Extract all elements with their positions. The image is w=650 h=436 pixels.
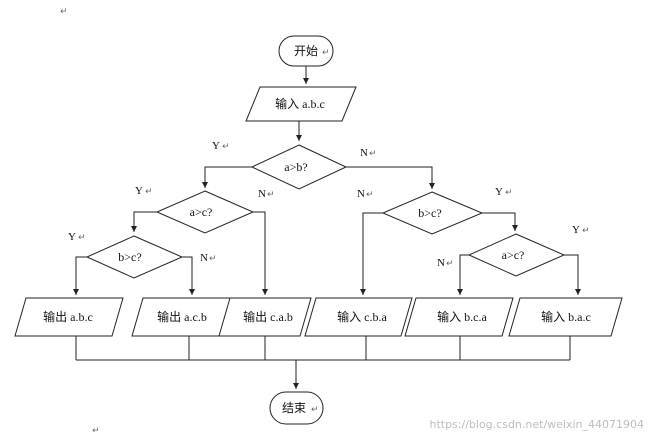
connector-ac-right-no bbox=[457, 254, 469, 295]
label-ac-left-yes: Y bbox=[135, 185, 143, 197]
label-bc-right-yes: Y bbox=[495, 186, 503, 198]
paragraph-mark: ↵ bbox=[369, 149, 377, 159]
label-ac-right-yes: Y bbox=[572, 224, 580, 236]
paragraph-mark-top: ↵ bbox=[60, 7, 68, 17]
label-ab-yes: Y bbox=[212, 140, 220, 152]
decision-ac-right-node: a>c? bbox=[467, 233, 566, 277]
output-acb-node: 输出 a.c.b bbox=[131, 297, 233, 337]
output-acb-label: 输出 a.c.b bbox=[157, 309, 207, 324]
end-node: 结束 ↵ bbox=[269, 391, 324, 425]
connector-ac-left-yes bbox=[131, 211, 157, 232]
connector-ab-yes bbox=[202, 166, 252, 188]
label-bc-left-no: N bbox=[200, 252, 208, 264]
start-label: 开始 bbox=[294, 44, 318, 58]
output-cab-label: 输出 c.a.b bbox=[243, 309, 293, 324]
paragraph-mark: ↵ bbox=[145, 187, 153, 197]
decision-ab-label: a>b? bbox=[284, 160, 307, 174]
input-bac-node: 输入 b.a.c bbox=[508, 297, 623, 337]
decision-bc-left-label: b>c? bbox=[118, 250, 141, 264]
decision-ac-left-node: a>c? bbox=[155, 190, 255, 234]
input-abc-label: 输入 a.b.c bbox=[275, 96, 325, 111]
paragraph-mark: ↵ bbox=[505, 188, 513, 198]
paragraph-mark: ↵ bbox=[322, 48, 330, 58]
label-bc-right-no: N bbox=[357, 188, 365, 200]
connector-ac-right-yes bbox=[564, 254, 581, 295]
output-abc-node: 输出 a.b.c bbox=[14, 297, 124, 337]
connector-ac-left-no bbox=[253, 211, 268, 295]
decision-bc-left-node: b>c? bbox=[85, 235, 184, 279]
paragraph-mark: ↵ bbox=[209, 254, 217, 264]
input-bca-node: 输入 b.c.a bbox=[404, 297, 514, 337]
watermark-text: https://blog.csdn.net/weixin_44071904 bbox=[429, 418, 644, 431]
start-node: 开始 ↵ bbox=[278, 35, 334, 67]
input-cba-node: 输入 c.b.a bbox=[304, 297, 413, 337]
decision-ac-left-label: a>c? bbox=[190, 205, 213, 219]
paragraph-mark: ↵ bbox=[582, 226, 590, 236]
connector-bc-right-yes bbox=[482, 212, 518, 231]
input-bac-label: 输入 b.a.c bbox=[541, 309, 591, 324]
decision-ac-right-label: a>c? bbox=[502, 248, 525, 262]
connector-bc-left-no bbox=[182, 256, 195, 295]
input-abc-node: 输入 a.b.c bbox=[245, 86, 357, 122]
input-cba-label: 输入 c.b.a bbox=[337, 309, 387, 324]
decision-ab-node: a>b? bbox=[250, 144, 348, 190]
input-bca-label: 输入 b.c.a bbox=[437, 309, 487, 324]
paragraph-mark: ↵ bbox=[78, 233, 86, 243]
connector-bc-left-yes bbox=[73, 256, 87, 295]
decision-bc-right-label: b>c? bbox=[418, 206, 441, 220]
paragraph-mark: ↵ bbox=[267, 190, 275, 200]
connector-ab-no bbox=[346, 166, 435, 189]
paragraph-mark: ↵ bbox=[446, 259, 454, 269]
connector-bc-right-no bbox=[360, 212, 383, 295]
output-abc-label: 输出 a.b.c bbox=[43, 309, 93, 324]
label-ac-left-no: N bbox=[258, 188, 266, 200]
decision-bc-right-node: b>c? bbox=[381, 191, 484, 235]
paragraph-mark: ↵ bbox=[366, 190, 374, 200]
end-label: 结束 bbox=[282, 401, 306, 415]
paragraph-mark: ↵ bbox=[311, 405, 319, 415]
paragraph-mark: ↵ bbox=[222, 142, 230, 152]
output-cab-node: 输出 c.a.b bbox=[218, 297, 312, 337]
paragraph-mark-bottom: ↵ bbox=[92, 426, 100, 436]
label-bc-left-yes: Y bbox=[68, 231, 76, 243]
label-ac-right-no: N bbox=[437, 257, 445, 269]
label-ab-no: N bbox=[360, 147, 368, 159]
